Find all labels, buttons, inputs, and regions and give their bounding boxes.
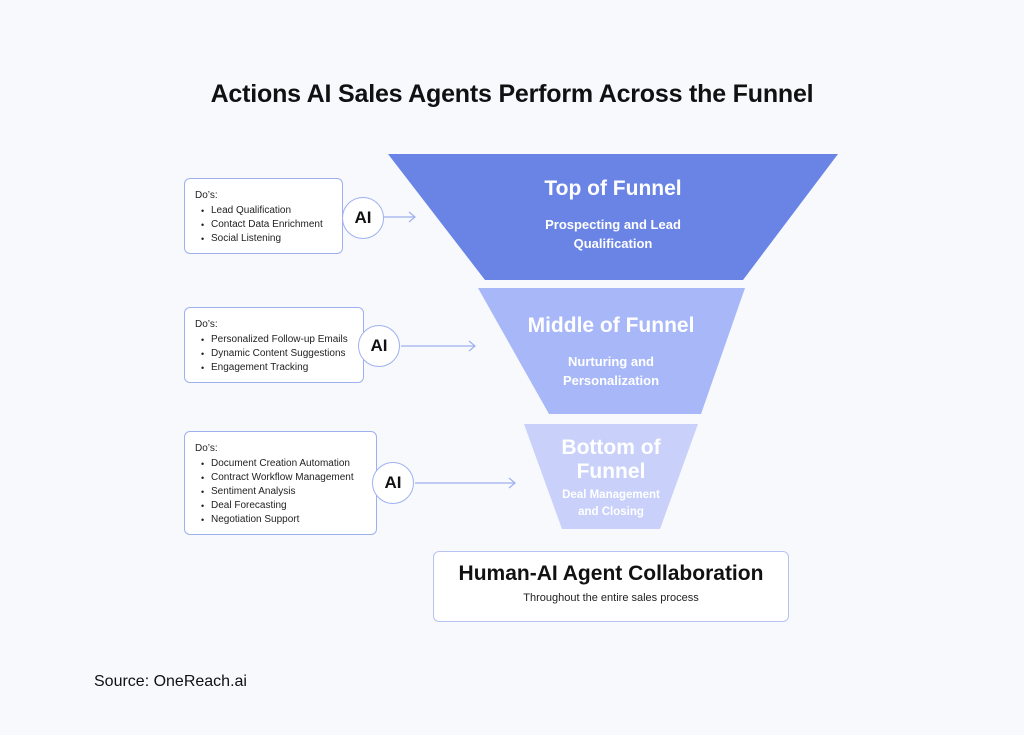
- ai-badge-middle: AI: [358, 325, 400, 367]
- collaboration-subtitle: Throughout the entire sales process: [523, 592, 699, 604]
- list-item: Contact Data Enrichment: [201, 218, 332, 232]
- bottom-funnel-subtitle: Deal Management and Closing: [562, 489, 660, 518]
- arrow-head-middle: [468, 340, 476, 352]
- ai-badge-bottom: AI: [372, 462, 414, 504]
- collaboration-box: Human-AI Agent Collaboration Throughout …: [433, 551, 789, 622]
- list-item: Document Creation Automation: [201, 457, 366, 471]
- diagram-title: Actions AI Sales Agents Perform Across t…: [210, 80, 814, 108]
- arrow-head-top: [408, 211, 416, 223]
- top-dos-box: Do’s: Lead Qualification Contact Data En…: [184, 178, 343, 254]
- list-item: Lead Qualification: [201, 204, 332, 218]
- arrow-head-bottom: [508, 477, 516, 489]
- collaboration-title: Human-AI Agent Collaboration: [458, 562, 764, 585]
- middle-funnel-title: Middle of Funnel: [527, 314, 695, 337]
- list-item: Sentiment Analysis: [201, 485, 366, 499]
- middle-funnel-subtitle: Nurturing and Personalization: [562, 354, 660, 388]
- dos-heading: Do’s:: [195, 319, 218, 330]
- list-item: Dynamic Content Suggestions: [201, 347, 353, 361]
- funnel-bottom-shape: [524, 424, 698, 529]
- list-item: Negotiation Support: [201, 513, 366, 527]
- middle-dos-box: Do’s: Personalized Follow-up Emails Dyna…: [184, 307, 364, 383]
- top-funnel-subtitle: Prospecting and Lead Qualification: [545, 217, 681, 251]
- list-item: Deal Forecasting: [201, 499, 366, 513]
- list-item: Personalized Follow-up Emails: [201, 333, 353, 347]
- funnel-top-shape: [388, 154, 838, 280]
- dos-heading: Do’s:: [195, 443, 218, 454]
- bottom-funnel-title: Bottom of Funnel: [561, 436, 661, 483]
- list-item: Contract Workflow Management: [201, 471, 366, 485]
- funnel-middle-shape: [478, 288, 745, 414]
- dos-heading: Do’s:: [195, 190, 218, 201]
- list-item: Social Listening: [201, 232, 332, 246]
- top-funnel-title: Top of Funnel: [544, 177, 682, 200]
- ai-badge-top: AI: [342, 197, 384, 239]
- list-item: Engagement Tracking: [201, 361, 353, 375]
- source-caption: Source: OneReach.ai: [94, 673, 247, 690]
- bottom-dos-box: Do’s: Document Creation Automation Contr…: [184, 431, 377, 535]
